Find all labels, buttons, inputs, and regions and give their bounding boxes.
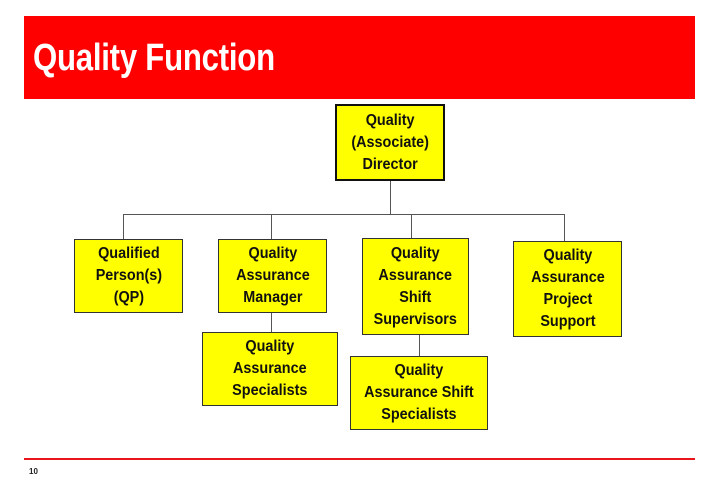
org-box-label: Quality (Associate) Director	[351, 111, 429, 173]
connector-supervisors-to-shift-specialists	[419, 335, 420, 356]
connector-manager	[271, 214, 272, 239]
org-box-label: Quality Assurance Project Support	[530, 247, 605, 330]
org-box-qa-specialists: Quality Assurance Specialists	[202, 332, 338, 406]
org-box-label: Quality Assurance Manager	[235, 245, 310, 306]
page-title: Quality Function	[33, 37, 275, 79]
connector-qp	[123, 214, 124, 239]
org-box-qa-shift-supervisors: Quality Assurance Shift Supervisors	[362, 238, 469, 335]
footer-divider	[24, 458, 695, 460]
org-box-label: Quality Assurance Shift Supervisors	[373, 244, 458, 328]
connector-shift-supervisors	[411, 214, 412, 238]
connector-director-down	[390, 181, 391, 215]
org-box-label: Quality Assurance Specialists	[232, 338, 308, 399]
org-box-label: Quality Assurance Shift Specialists	[364, 362, 474, 423]
connector-horizontal-bus	[123, 214, 565, 215]
connector-project-support	[564, 214, 565, 241]
org-box-qa-project-support: Quality Assurance Project Support	[513, 241, 622, 337]
org-box-qa-shift-specialists: Quality Assurance Shift Specialists	[350, 356, 488, 430]
connector-manager-to-specialists	[271, 313, 272, 332]
org-box-label: Qualified Person(s) (QP)	[95, 245, 162, 306]
org-box-qa-manager: Quality Assurance Manager	[218, 239, 327, 313]
org-box-qualified-person: Qualified Person(s) (QP)	[74, 239, 183, 313]
title-banner	[24, 16, 695, 99]
page-number: 10	[29, 467, 38, 476]
org-box-director: Quality (Associate) Director	[335, 104, 445, 181]
